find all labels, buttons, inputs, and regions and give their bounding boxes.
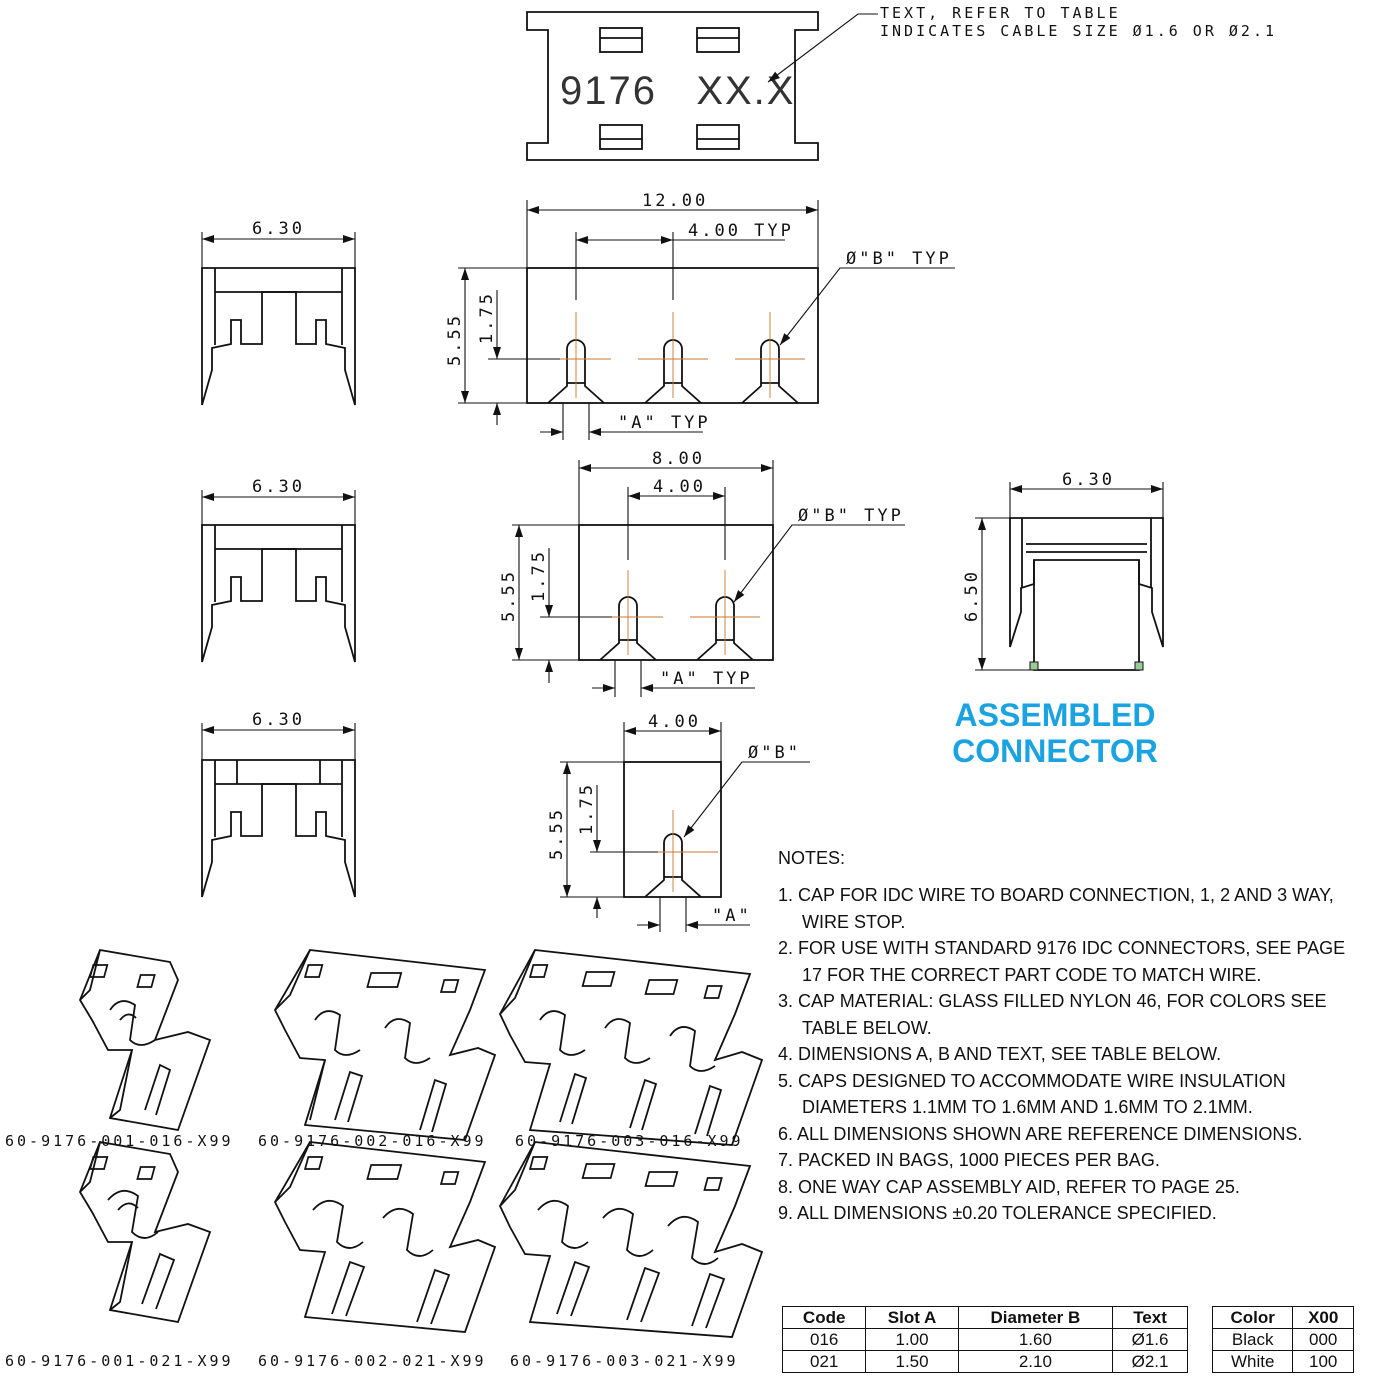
iso-cap-2way-016 <box>273 949 497 1141</box>
cell: Ø1.6 <box>1112 1328 1188 1351</box>
note-item: 2. FOR USE WITH STANDARD 9176 IDC CONNEC… <box>778 938 1346 985</box>
isometric-views: 60-9176-001-016-X99 60-9176-002-016-X99 … <box>5 948 764 1370</box>
cell: 2.10 <box>957 1350 1114 1373</box>
top-view: 9176 XX.X TEXT, REFER TO TABLE INDICATES… <box>526 4 1277 161</box>
dia-b-typ-label-b: Ø"B" TYP <box>798 506 904 526</box>
table-row: 016 1.00 1.60 Ø1.6 <box>781 1328 1188 1351</box>
cell: 021 <box>781 1350 867 1373</box>
col-color: Color <box>1211 1306 1294 1329</box>
cell: 016 <box>781 1328 867 1351</box>
note-item: 5. CAPS DESIGNED TO ACCOMMODATE WIRE INS… <box>778 1070 1286 1118</box>
side-view-2way: 6.30 <box>201 477 356 663</box>
height-6-50: 6.50 <box>962 569 982 622</box>
note-item: 9. ALL DIMENSIONS ±0.20 TOLERANCE SPECIF… <box>778 1203 1217 1223</box>
table-row: White 100 <box>1211 1350 1354 1373</box>
part-code: 60-9176-001-021-X99 <box>5 1352 234 1370</box>
col-text: Text <box>1112 1306 1188 1329</box>
cell: Black <box>1211 1328 1294 1351</box>
height-1-75-c: 1.75 <box>577 782 597 835</box>
slot-a-typ-label-b: "A" TYP <box>660 669 753 689</box>
cell: 1.60 <box>957 1328 1114 1351</box>
side-view-1way: 6.30 <box>201 710 356 898</box>
col-code: Code <box>781 1306 867 1329</box>
iso-cap-1way-016 <box>78 948 212 1132</box>
note-item: 7. PACKED IN BAGS, 1000 PIECES PER BAG. <box>778 1150 1160 1170</box>
height-1-75-b: 1.75 <box>529 549 549 602</box>
height-5-55: 5.55 <box>445 313 465 366</box>
title-line: ASSEMBLED <box>954 697 1156 733</box>
note-item: 8. ONE WAY CAP ASSEMBLY AID, REFER TO PA… <box>778 1176 1240 1197</box>
front-view-2way: 8.00 4.00 Ø"B" TYP 5.55 1.75 "A" TYP <box>499 449 905 697</box>
title-line: CONNECTOR <box>952 733 1158 769</box>
width-6-30-assembled: 6.30 <box>1062 470 1115 490</box>
part-code: 60-9176-002-021-X99 <box>258 1352 487 1370</box>
notes-list: 1. CAP FOR IDC WIRE TO BOARD CONNECTION,… <box>778 882 1368 1227</box>
marking-callout-line1: TEXT, REFER TO TABLE <box>880 4 1121 22</box>
front-view-3way: 12.00 4.00 TYP Ø"B" TYP 5.55 1.75 <box>445 191 955 440</box>
pitch-4-00-typ: 4.00 TYP <box>688 221 794 241</box>
width-6-30: 6.30 <box>252 219 305 239</box>
width-12-00: 12.00 <box>642 191 708 211</box>
cell: 000 <box>1292 1328 1354 1351</box>
table-row: 021 1.50 2.10 Ø2.1 <box>781 1350 1188 1373</box>
size-table: Code Slot A Diameter B Text 016 1.00 1.6… <box>781 1306 1188 1373</box>
note-item: 6. ALL DIMENSIONS SHOWN ARE REFERENCE DI… <box>778 1123 1303 1144</box>
col-diameter-b: Diameter B <box>957 1306 1114 1329</box>
iso-cap-1way-021 <box>78 1140 212 1324</box>
table-row: Black 000 <box>1211 1328 1354 1351</box>
slot-a-typ-label: "A" TYP <box>618 413 711 433</box>
marking-callout-line2: INDICATES CABLE SIZE Ø1.6 OR Ø2.1 <box>880 22 1277 40</box>
col-x00: X00 <box>1292 1306 1354 1329</box>
width-8-00: 8.00 <box>652 449 705 469</box>
cap-marking-text: 9176 XX.X <box>560 69 795 113</box>
note-item: 1. CAP FOR IDC WIRE TO BOARD CONNECTION,… <box>778 885 1334 932</box>
height-5-55-c: 5.55 <box>547 807 567 860</box>
height-1-75: 1.75 <box>477 291 497 344</box>
width-4-00: 4.00 <box>648 712 701 732</box>
table-header-row: Color X00 <box>1211 1306 1354 1329</box>
side-view-3way: 6.30 <box>201 219 356 406</box>
table-header-row: Code Slot A Diameter B Text <box>781 1306 1188 1329</box>
note-item: 4. DIMENSIONS A, B AND TEXT, SEE TABLE B… <box>778 1044 1222 1064</box>
dia-b-typ-label: Ø"B" TYP <box>846 249 952 269</box>
pitch-4-00: 4.00 <box>653 477 706 497</box>
cell: 1.50 <box>865 1350 959 1373</box>
dia-b-label: Ø"B" <box>748 743 801 763</box>
part-code: 60-9176-002-016-X99 <box>258 1132 487 1150</box>
slot-a-label: "A" <box>712 906 752 926</box>
width-6-30-b: 6.30 <box>252 477 305 497</box>
assembled-connector-title: ASSEMBLED CONNECTOR <box>930 697 1180 769</box>
notes-header: NOTES: <box>778 848 846 868</box>
note-item: 3. CAP MATERIAL: GLASS FILLED NYLON 46, … <box>778 991 1327 1038</box>
front-view-1way: 4.00 Ø"B" 5.55 1.75 "A" <box>547 712 810 932</box>
color-table: Color X00 Black 000 White 100 <box>1211 1306 1354 1373</box>
cell: White <box>1211 1350 1294 1373</box>
cell: Ø2.1 <box>1112 1350 1188 1373</box>
assembled-connector-view: 6.30 6.50 <box>962 470 1164 671</box>
iso-cap-3way-016 <box>498 949 764 1146</box>
iso-cap-3way-021 <box>498 1141 764 1338</box>
part-code: 60-9176-003-016-X99 <box>515 1132 744 1150</box>
cell: 1.00 <box>865 1328 959 1351</box>
iso-cap-2way-021 <box>273 1141 497 1333</box>
width-6-30-c: 6.30 <box>252 710 305 730</box>
height-5-55-b: 5.55 <box>499 569 519 622</box>
cell: 100 <box>1292 1350 1354 1373</box>
part-code: 60-9176-003-021-X99 <box>510 1352 739 1370</box>
part-code: 60-9176-001-016-X99 <box>5 1132 234 1150</box>
col-slot-a: Slot A <box>865 1306 959 1329</box>
